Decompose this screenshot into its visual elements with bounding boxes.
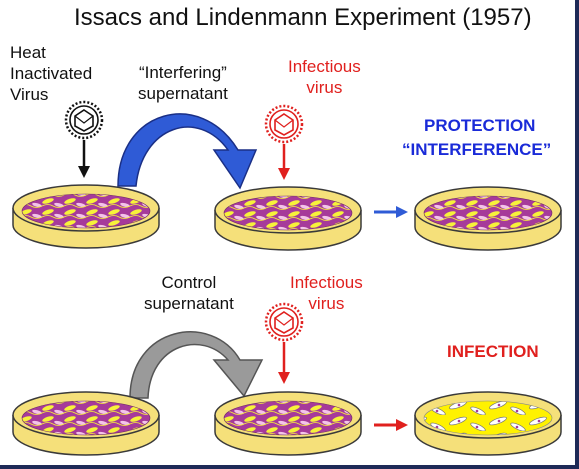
dish-infected [414,391,562,456]
dish-protected [414,186,562,251]
slide-title: Issacs and Lindenmann Experiment (1957) [74,4,532,31]
right-arrow-red [374,419,408,431]
down-arrow-red-bottom [278,342,290,384]
infectious-virus-label-bottom: Infectious virus [290,273,363,313]
interference-label: “INTERFERENCE” [402,140,552,159]
protection-label: PROTECTION [424,116,536,135]
dish-control [12,391,160,456]
inactivated-virus-icon [64,100,104,140]
dish-heat-inactivated [12,184,160,249]
interfering-supernatant-label: “Interfering” supernatant [138,63,228,103]
heat-inactivated-virus-label: Heat Inactivated Virus [10,43,93,104]
infection-label: INFECTION [447,342,539,361]
right-arrow-blue [374,206,408,218]
dish-control-infected [214,391,362,456]
down-arrow-black [78,140,90,178]
infectious-virus-label-top: Infectious virus [288,57,361,97]
dish-interfered [214,186,362,251]
interfering-supernatant-arrow [117,113,258,190]
control-supernatant-label: Control supernatant [144,273,234,313]
control-supernatant-arrow [129,331,264,399]
virus-icon [264,104,304,144]
down-arrow-red-top [278,144,290,180]
